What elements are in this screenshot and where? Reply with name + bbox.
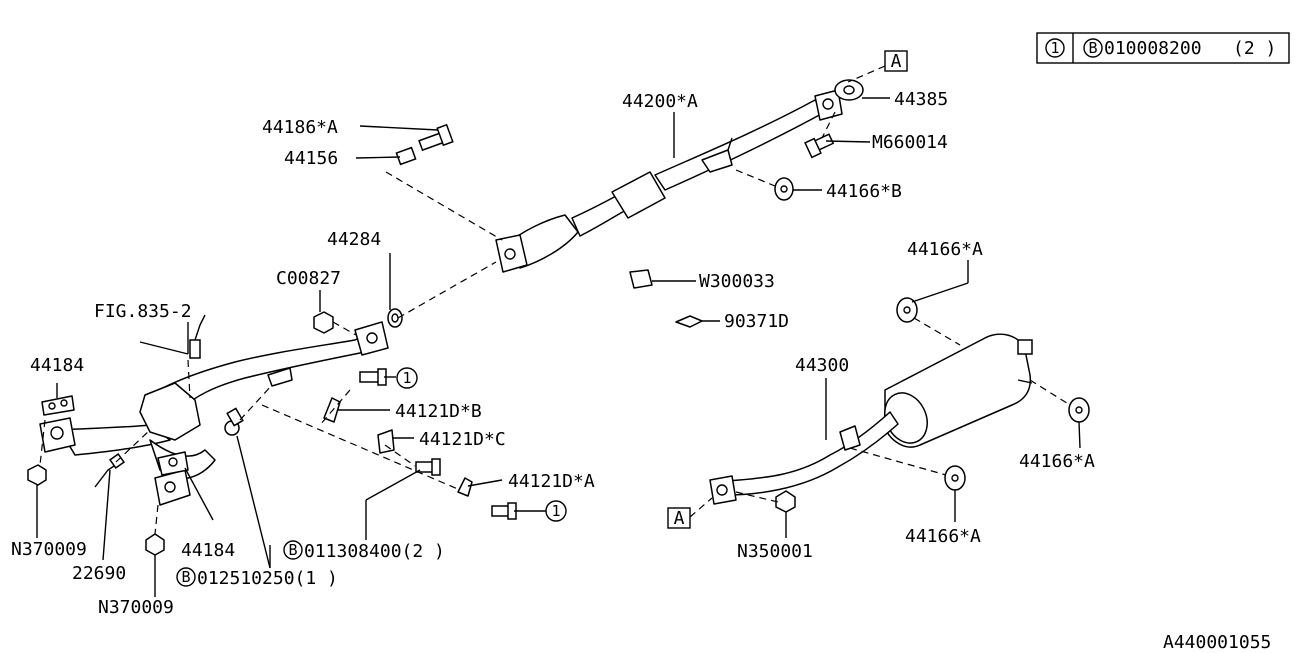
nut-n370009-left (27, 464, 47, 486)
cushion-44166a-right (1068, 397, 1090, 423)
label-44186a: 44186*A (262, 117, 338, 138)
label-44166b: 44166*B (826, 181, 902, 202)
label-n350001: N350001 (737, 541, 813, 562)
label-fig-835-2: FIG.835-2 (94, 301, 192, 322)
muffler-44300 (709, 333, 1033, 505)
cushion-44166a-bottom (944, 465, 966, 491)
legend-part-number: 010008200 (1104, 38, 1202, 59)
dashed-guides (39, 65, 1071, 535)
label-44184-lower: 44184 (181, 540, 235, 561)
bracket-44121d-c (377, 429, 395, 454)
legend-b-symbol: B (1088, 39, 1097, 57)
clip-w300033 (629, 269, 653, 289)
label-n370009-lower: N370009 (98, 597, 174, 618)
view-a-box-top: A (884, 50, 908, 72)
label-44200a: 44200*A (622, 91, 698, 112)
center-pipe-assembly (495, 89, 843, 273)
b-symbol-012510250: B (181, 568, 190, 586)
label-22690: 22690 (72, 563, 126, 584)
callout-circle-1b: 1 (545, 500, 567, 522)
bracket-44121d-a (457, 477, 473, 497)
label-44166a-right: 44166*A (1019, 451, 1095, 472)
gasket-44184-left (41, 395, 75, 416)
label-44184-left: 44184 (30, 355, 84, 376)
legend-circle-key: 1 (1050, 39, 1059, 57)
legend-quantity: (2 ) (1233, 38, 1276, 59)
svg-text:1: 1 (402, 369, 411, 387)
label-44385: 44385 (894, 89, 948, 110)
svg-text:1: 1 (551, 502, 560, 520)
gasket-44385 (834, 79, 864, 101)
leader-lines (36, 97, 1081, 597)
label-012510250: 012510250(1 ) (197, 568, 338, 589)
legend-box: 1 B 010008200 (2 ) (1036, 32, 1290, 64)
bolt-callout-1a (359, 368, 387, 386)
label-m660014: M660014 (872, 132, 948, 153)
spring-44156 (395, 146, 417, 166)
cushion-44166a-top (896, 297, 918, 323)
bolt-012510250 (224, 407, 244, 436)
label-n370009-left: N370009 (11, 539, 87, 560)
label-90371d: 90371D (724, 311, 789, 332)
nut-c00827 (313, 311, 334, 334)
nut-n370009-lower (145, 533, 165, 556)
cushion-44166b (774, 177, 794, 201)
cushion-90371d (675, 315, 703, 328)
bolt-callout-1b (491, 502, 517, 520)
callout-circle-1a: 1 (396, 367, 418, 389)
label-44166a-top: 44166*A (907, 239, 983, 260)
sensor-fig835 (189, 314, 206, 359)
bolt-m660014 (804, 133, 835, 159)
label-44121d-b: 44121D*B (395, 401, 482, 422)
bolt-011308400 (415, 458, 441, 476)
label-44166a-bottom: 44166*A (905, 526, 981, 547)
label-44156: 44156 (284, 148, 338, 169)
svg-text:A: A (674, 508, 685, 529)
label-w300033: W300033 (699, 271, 775, 292)
label-44300: 44300 (795, 355, 849, 376)
label-44121d-c: 44121D*C (419, 429, 506, 450)
gasket-44284 (387, 308, 403, 328)
label-011308400: 011308400(2 ) (304, 541, 445, 562)
label-44284: 44284 (327, 229, 381, 250)
label-c00827: C00827 (276, 268, 341, 289)
b-symbol-011308400: B (288, 541, 297, 559)
nut-n350001 (775, 490, 796, 513)
bolt-44186a (418, 123, 454, 152)
svg-text:A: A (891, 51, 902, 72)
label-44121d-a: 44121D*A (508, 471, 595, 492)
front-pipe-assembly (39, 321, 389, 506)
view-a-box-bottom: A (667, 507, 691, 529)
diagram-id: A440001055 (1163, 632, 1271, 653)
